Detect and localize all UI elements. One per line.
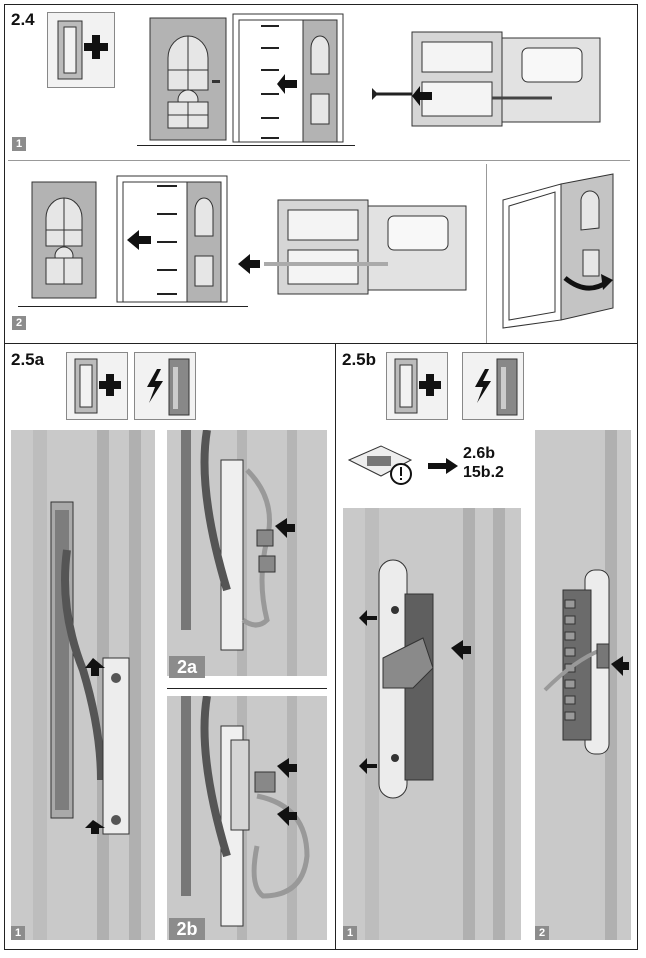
step-badge-2-5b-2: 2 [535,926,549,940]
frame-plus-icon [47,12,115,88]
lightning-lock-icon [462,352,524,420]
connector-panel-2a [167,430,327,676]
step-badge-2b: 2b [169,918,205,940]
step-badge-2-4-1: 1 [12,137,26,151]
divider [8,160,630,161]
arrow-right-icon [428,458,458,474]
door-open-illustration [31,181,97,299]
frame-plus-icon [66,352,128,420]
section-divider-vertical [335,343,336,950]
warning-icon [347,445,413,485]
divider-vertical [486,164,487,344]
reference-section-2: 15b.2 [463,464,504,481]
step-badge-2-5a-1: 1 [11,926,25,940]
section-label-2-5b: 2.5b [342,350,377,369]
step-badge-2-4-2: 2 [12,316,26,330]
connector-panel-2b [167,696,327,940]
door-illustration [149,17,227,141]
profile-cross-section-2 [238,199,467,295]
floor-line [137,145,355,146]
profile-cross-section [372,31,601,127]
sub-divider [167,688,327,689]
frame-plus-icon [386,352,448,420]
frame-screw-illustration [232,13,344,143]
frame-tilt-illustration [502,173,614,329]
section-divider [4,343,638,344]
lock-connector-panel-2-5b-2: 2 [535,430,631,940]
reference-section-1: 2.6b [463,445,496,462]
frame-unscrew-illustration [116,175,228,303]
floor-line-2 [18,306,248,307]
lightning-lock-icon [134,352,196,420]
mounting-panel-2-5a-1: 1 [11,430,155,940]
section-label-2-5a: 2.5a [11,350,45,369]
step-badge-2-5b-1: 1 [343,926,357,940]
manual-page-frame [4,4,638,950]
section-label-2-4: 2.4 [11,10,35,29]
step-badge-2a: 2a [169,656,205,678]
lock-mounting-panel-2-5b-1: 1 [343,508,521,940]
